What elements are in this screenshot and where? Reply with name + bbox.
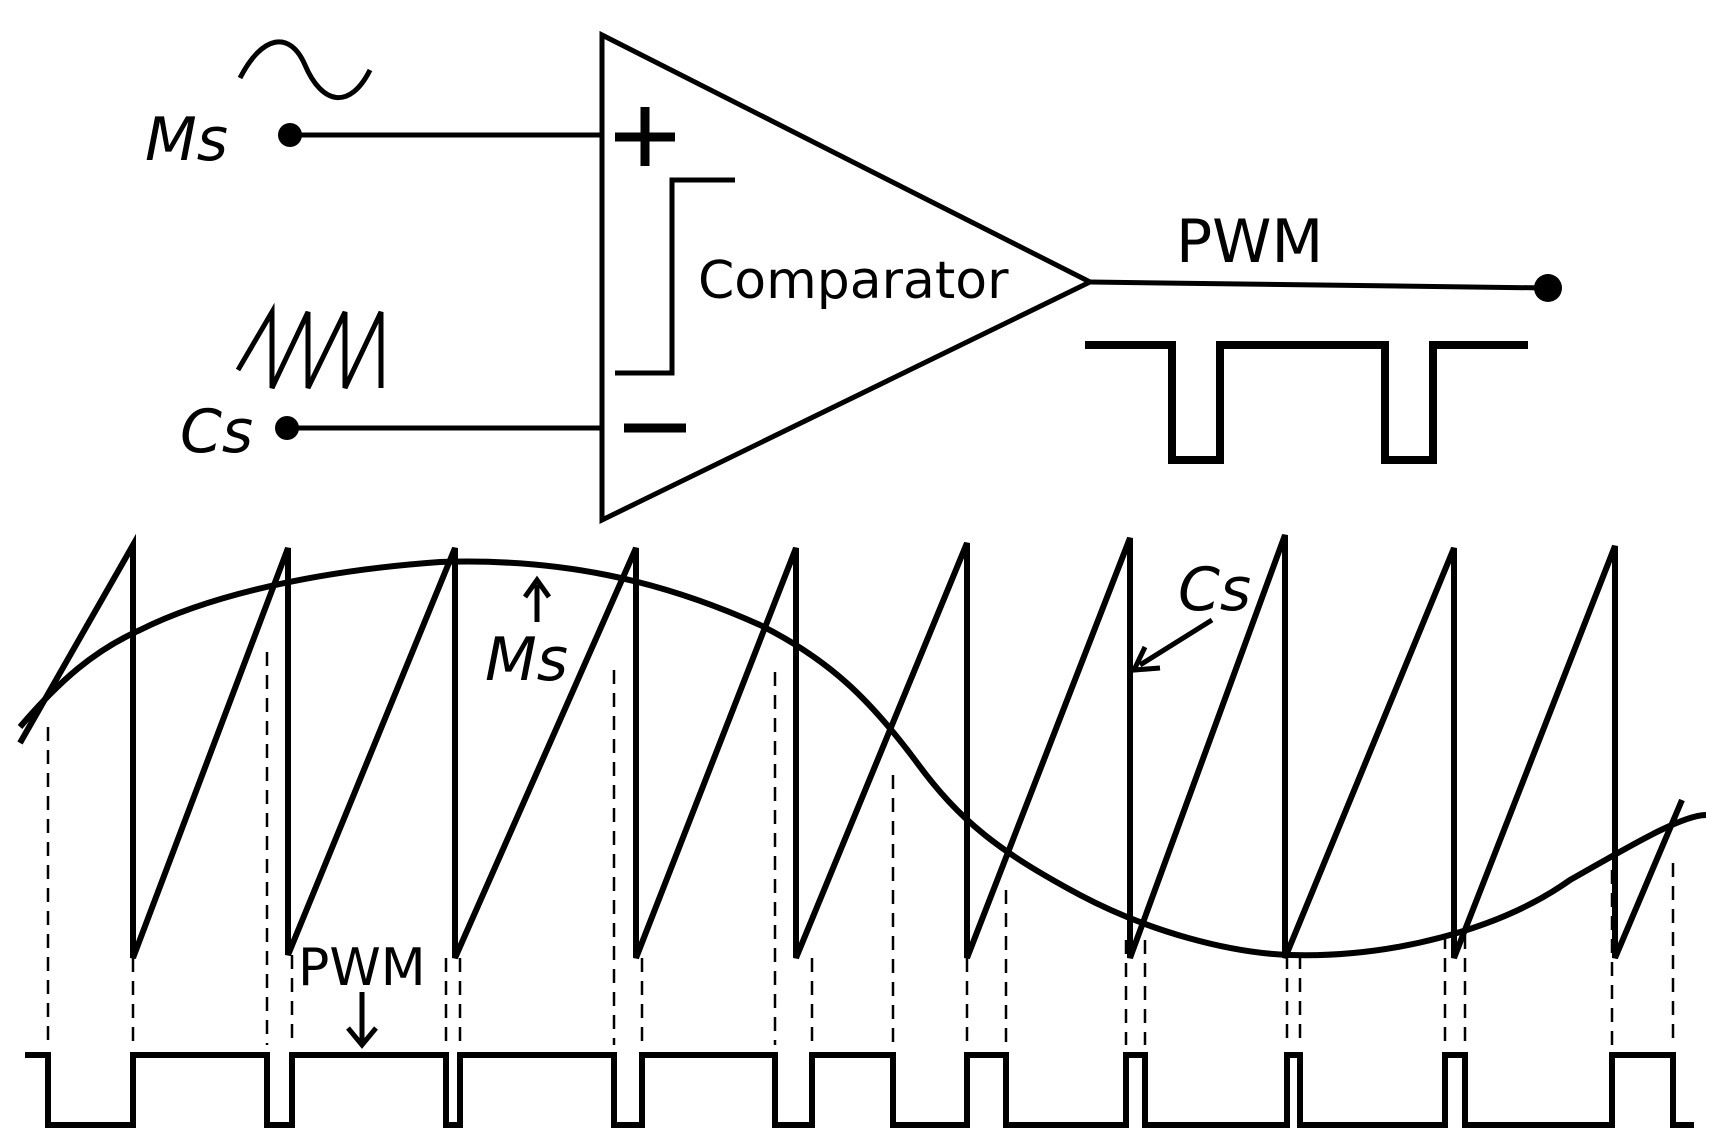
waveform-panel: Ms Cs PWM <box>17 533 1707 1128</box>
pwm-output: PWM <box>1085 207 1562 464</box>
sawtooth-wave-icon <box>235 302 384 390</box>
pwm-output-wire <box>1089 279 1549 291</box>
cs-wave-annotation: Cs <box>1129 555 1251 673</box>
ms-input: Ms <box>145 39 602 175</box>
pwm-output-terminal <box>1534 274 1562 302</box>
pulse-wave-icon <box>1085 341 1528 464</box>
comparator-label: Comparator <box>698 251 1009 311</box>
cs-input-label: Cs <box>180 397 253 467</box>
pwm-output-label: PWM <box>1176 207 1323 277</box>
cs-wave-label: Cs <box>1178 555 1251 625</box>
plus-sign-icon <box>615 107 675 166</box>
hysteresis-icon <box>615 177 735 376</box>
comparator-block: Comparator <box>599 30 1096 525</box>
ms-wave-annotation: Ms <box>485 575 568 695</box>
ms-input-label: Ms <box>145 105 228 175</box>
pwm-wave-annotation: PWM <box>298 938 426 1049</box>
sine-wave-icon <box>237 39 373 101</box>
pwm-pulse-train <box>25 1052 1694 1128</box>
cs-sawtooth-curve <box>17 533 1685 960</box>
pwm-wave-label: PWM <box>298 938 426 998</box>
crossing-guide-lines <box>46 652 1675 1045</box>
comparator-triangle <box>599 30 1096 525</box>
ms-wave-label: Ms <box>485 625 568 695</box>
cs-input: Cs <box>180 302 602 467</box>
